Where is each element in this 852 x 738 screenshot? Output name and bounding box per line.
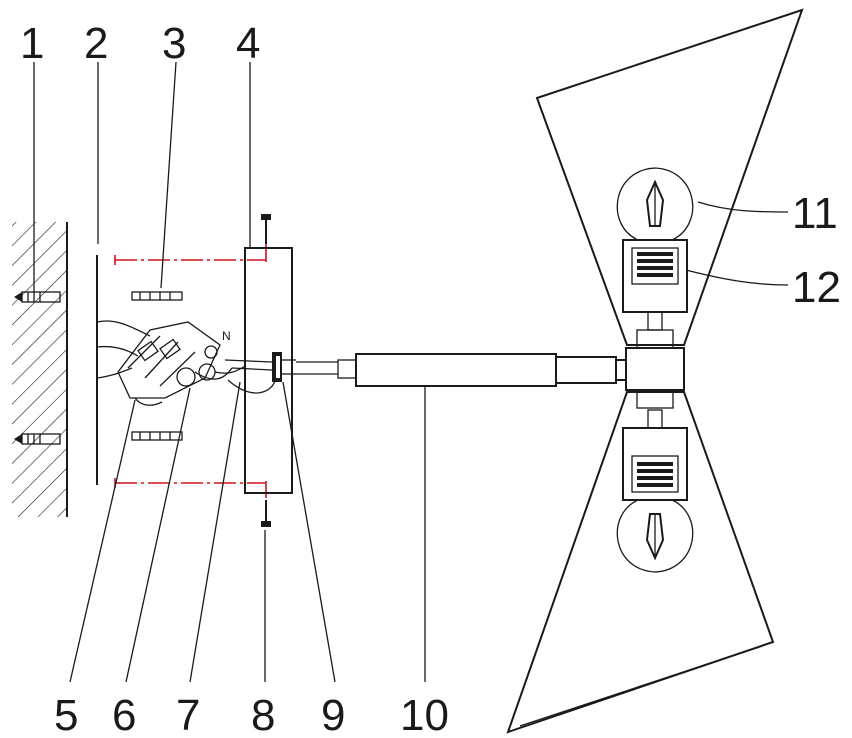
arm-cable (296, 359, 357, 379)
wall-anchor-bottom (14, 433, 61, 445)
socket-bottom-thread (637, 462, 673, 487)
screw-top (131, 291, 183, 301)
socket-top (622, 239, 688, 331)
label-1: 1 (20, 19, 44, 68)
label-4: 4 (236, 19, 260, 68)
label-6: 6 (112, 691, 136, 738)
wall-anchor-top (14, 291, 61, 303)
central-hub (625, 329, 685, 409)
wall (12, 222, 68, 517)
canopy-housing (244, 247, 293, 494)
marker-n: N (222, 329, 231, 343)
label-9: 9 (321, 691, 345, 738)
lower-shade (506, 391, 775, 734)
socket-bottom (622, 409, 688, 501)
label-7: 7 (176, 691, 200, 738)
leader-lines (33, 61, 789, 683)
label-2: 2 (84, 19, 108, 68)
bulb-top (616, 167, 694, 241)
label-3: 3 (162, 19, 186, 68)
arm-tube (355, 353, 627, 387)
fixing-screw-top (261, 214, 271, 244)
label-8: 8 (251, 691, 275, 738)
fixing-screw-bottom (261, 500, 271, 527)
screw-bottom (131, 431, 183, 441)
label-12: 12 (792, 263, 841, 312)
upper-shade (535, 8, 804, 346)
terminal-block (117, 321, 221, 406)
bulb-bottom (616, 499, 694, 573)
label-10: 10 (400, 691, 449, 738)
supply-wires (96, 320, 151, 379)
alignment-lines (114, 244, 267, 498)
internal-wires (224, 359, 277, 394)
label-11: 11 (792, 189, 838, 238)
connector-loops (176, 345, 246, 387)
socket-top-thread (637, 252, 673, 277)
nut-bushing (272, 352, 296, 382)
label-5: 5 (54, 691, 78, 738)
